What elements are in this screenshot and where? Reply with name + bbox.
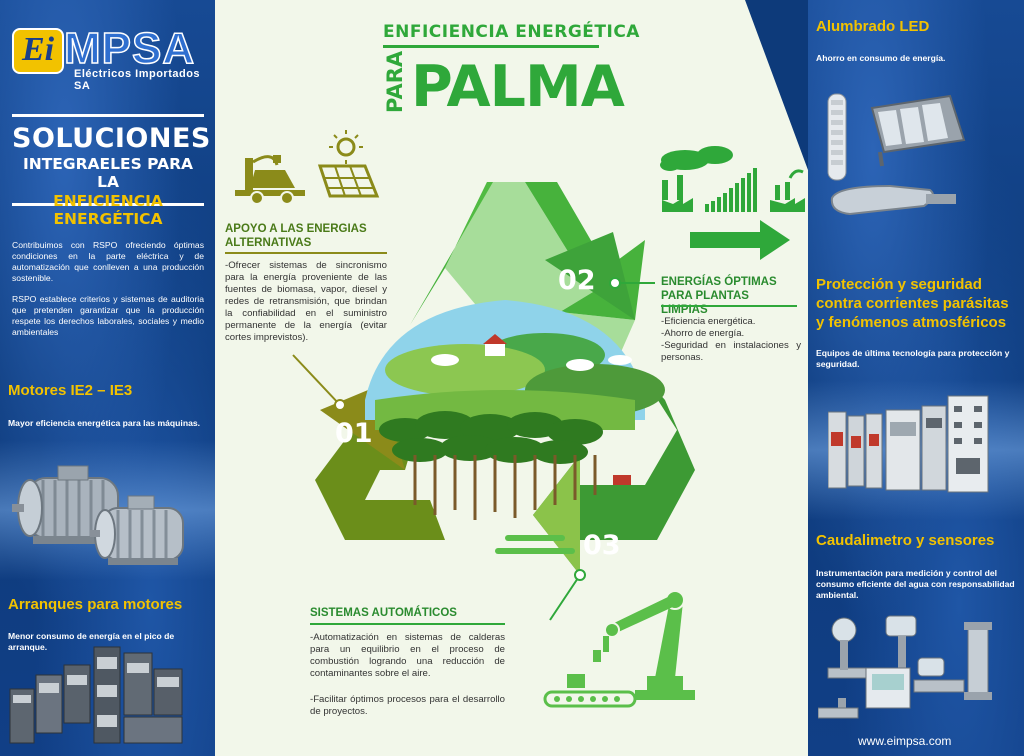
solar-panel-icon <box>317 130 380 198</box>
section-1-heading: APOYO A LAS ENERGIAS ALTERNATIVAS <box>225 223 367 249</box>
led-title: Alumbrado LED <box>816 18 930 35</box>
left-panel: Ei MPSA Eléctricos Importados SA SOLUCIO… <box>0 0 215 756</box>
logo-subtitle: Eléctricos Importados SA <box>74 68 201 92</box>
conveyor-icon <box>543 674 637 708</box>
caudalimetro-title: Caudalimetro y sensores <box>816 532 995 549</box>
step-number-02: 02 <box>558 265 596 296</box>
proteccion-title: Protección y seguridad contra corrientes… <box>816 276 1009 331</box>
starters-image <box>9 646 183 744</box>
solutions-line-3: ENFICIENCIA ENERGÉTICA <box>53 192 163 228</box>
arranques-title: Arranques para motores <box>8 596 183 613</box>
title-underline <box>383 45 599 48</box>
section-3-rule <box>310 623 505 625</box>
palm-plantation-scene <box>365 300 665 520</box>
factory-pollution-icon <box>660 146 733 212</box>
section-3-text-2: -Facilitar óptimos procesos para el desa… <box>310 694 505 717</box>
led-desc: Ahorro en consumo de energía. <box>816 53 946 63</box>
step-number-03: 03 <box>583 530 621 561</box>
motores-desc: Mayor eficiencia energética para las máq… <box>8 418 201 428</box>
section-2-rule <box>661 305 797 307</box>
center-infographic: ENFICIENCIA ENERGÉTICA PARA PALMA APOYO … <box>215 0 808 756</box>
section-1-rule <box>225 252 387 254</box>
section-2-text-1: -Eficiencia energética. <box>661 316 756 327</box>
website-link[interactable]: www.eimpsa.com <box>858 734 952 748</box>
motores-title: Motores IE2 – IE3 <box>8 382 133 399</box>
section-3-heading: SISTEMAS AUTOMÁTICOS <box>310 607 457 619</box>
road-stripes <box>495 535 575 554</box>
center-graphics <box>235 0 808 756</box>
title-top: ENFICIENCIA ENERGÉTICA <box>383 22 640 42</box>
logo-name: MPSA <box>63 23 196 74</box>
section-2-heading: ENERGÍAS ÓPTIMAS PARA PLANTAS LIMPIAS <box>661 276 777 316</box>
robot-arm-icon <box>593 590 695 700</box>
solutions-heading: SOLUCIONES INTEGRAELES PARA LA ENFICIENC… <box>12 114 211 228</box>
led-floodlight <box>870 94 966 167</box>
motor-small <box>90 495 184 565</box>
arrow-right-icon <box>690 220 790 260</box>
section-3-text-1: -Automatización en sistemas de calderas … <box>310 632 505 679</box>
caudalimetro-desc: Instrumentación para medición y control … <box>816 568 1015 600</box>
protection-devices-image <box>828 395 989 493</box>
right-diagonal-edge <box>745 0 808 756</box>
section-2-text-2: -Ahorro de energía. <box>661 328 745 339</box>
right-panel: Alumbrado LED Ahorro en consumo de energ… <box>808 0 1024 756</box>
rspo-paragraph-2: RSPO establece criterios y sistemas de a… <box>12 294 204 337</box>
growth-bars-icon <box>705 168 757 212</box>
arranques-desc: Menor consumo de energía en el pico de a… <box>8 631 175 652</box>
led-street-light <box>830 184 956 216</box>
clean-factory-icon <box>770 169 805 212</box>
charging-car-icon <box>235 155 305 205</box>
led-tube <box>827 93 847 181</box>
rspo-paragraph-1: Contribuimos con RSPO ofreciendo óptimas… <box>12 240 204 283</box>
solutions-line-1: SOLUCIONES <box>12 123 211 154</box>
section-2-text-3: -Seguridad en instalaciones y personas. <box>661 340 801 363</box>
section-1-text: -Ofrecer sistemas de sincronismo para la… <box>225 260 387 343</box>
solutions-line-2: INTEGRAELES PARA LA <box>22 155 194 191</box>
step-number-01: 01 <box>335 418 373 449</box>
starter-units <box>9 646 183 744</box>
company-logo: Ei MPSA Eléctricos Importados SA <box>12 23 202 92</box>
protection-devices <box>828 395 989 493</box>
connector-lines <box>292 277 655 621</box>
motors-image <box>12 465 184 565</box>
title-palma: PALMA <box>411 54 625 120</box>
logo-ei-mark: Ei <box>12 28 64 74</box>
flow-sensors-image <box>818 615 992 719</box>
proteccion-desc: Equipos de última tecnología para protec… <box>816 348 1010 369</box>
flow-sensors <box>818 615 992 719</box>
led-lights-image <box>827 93 966 216</box>
